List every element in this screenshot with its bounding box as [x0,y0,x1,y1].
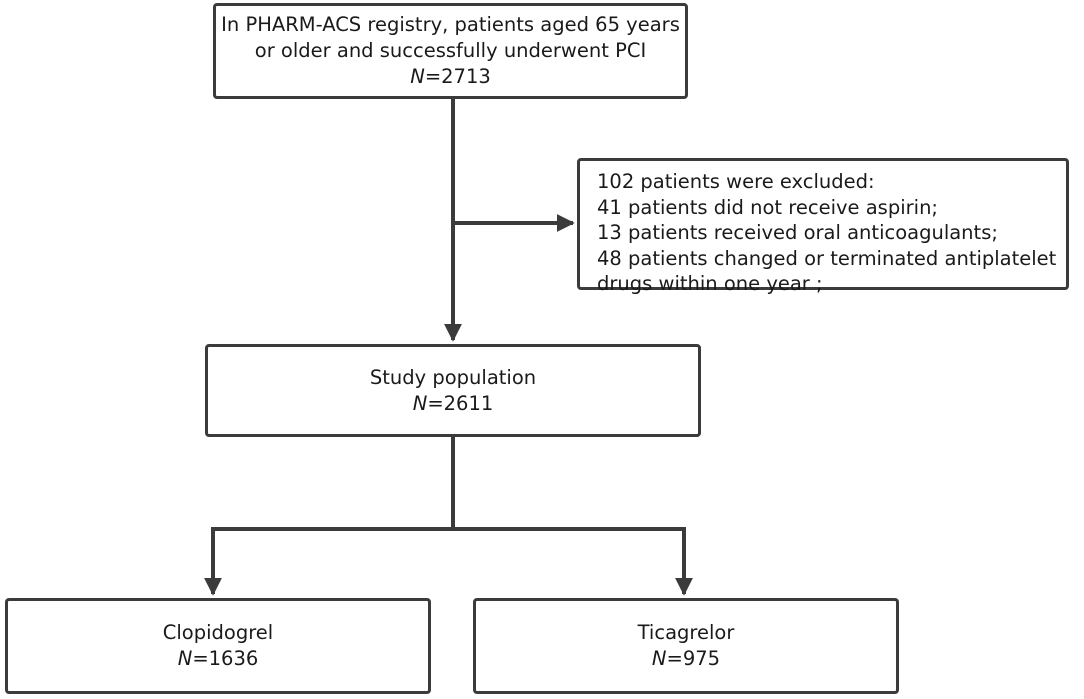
ticagrelor-n: N=975 [652,646,720,672]
registry-n-label: N [410,65,425,88]
registry-box: In PHARM-ACS registry, patients aged 65 … [213,3,688,99]
study-title: Study population [369,365,537,389]
study-population-box: Study population N=2611 [205,344,701,437]
clopidogrel-box: Clopidogrel N=1636 [5,598,431,694]
registry-line-1: In PHARM-ACS registry, patients aged 65 … [221,13,680,36]
ticagrelor-title: Ticagrelor [637,621,735,644]
excluded-line-1: 102 patients were excluded: [597,170,875,193]
clopidogrel-n: N=1636 [178,646,259,672]
study-n: N=2611 [413,391,494,417]
ticagrelor-n-label: N [651,647,667,670]
clopidogrel-n-label: N [177,647,193,670]
excluded-line-3: 13 patients received oral anticoagulants… [597,221,998,244]
clopidogrel-title: Clopidogrel [162,621,274,644]
registry-line-2: or older and successfully underwent PCI [254,39,647,62]
excluded-line-4: 48 patients changed or terminated antipl… [597,246,1057,270]
ticagrelor-box: Ticagrelor N=975 [473,598,899,694]
excluded-box: 102 patients were excluded: 41 patients … [577,158,1069,295]
ticagrelor-n-value: =975 [666,647,721,670]
clopidogrel-n-value: =1636 [192,647,259,670]
registry-n-value: =2713 [424,65,491,88]
excluded-line-2: 41 patients did not receive aspirin; [597,195,938,219]
registry-n: N=2713 [410,64,491,90]
study-n-label: N [412,391,428,415]
study-n-value: =2611 [427,391,494,415]
excluded-line-5: drugs within one year ; [597,272,823,295]
